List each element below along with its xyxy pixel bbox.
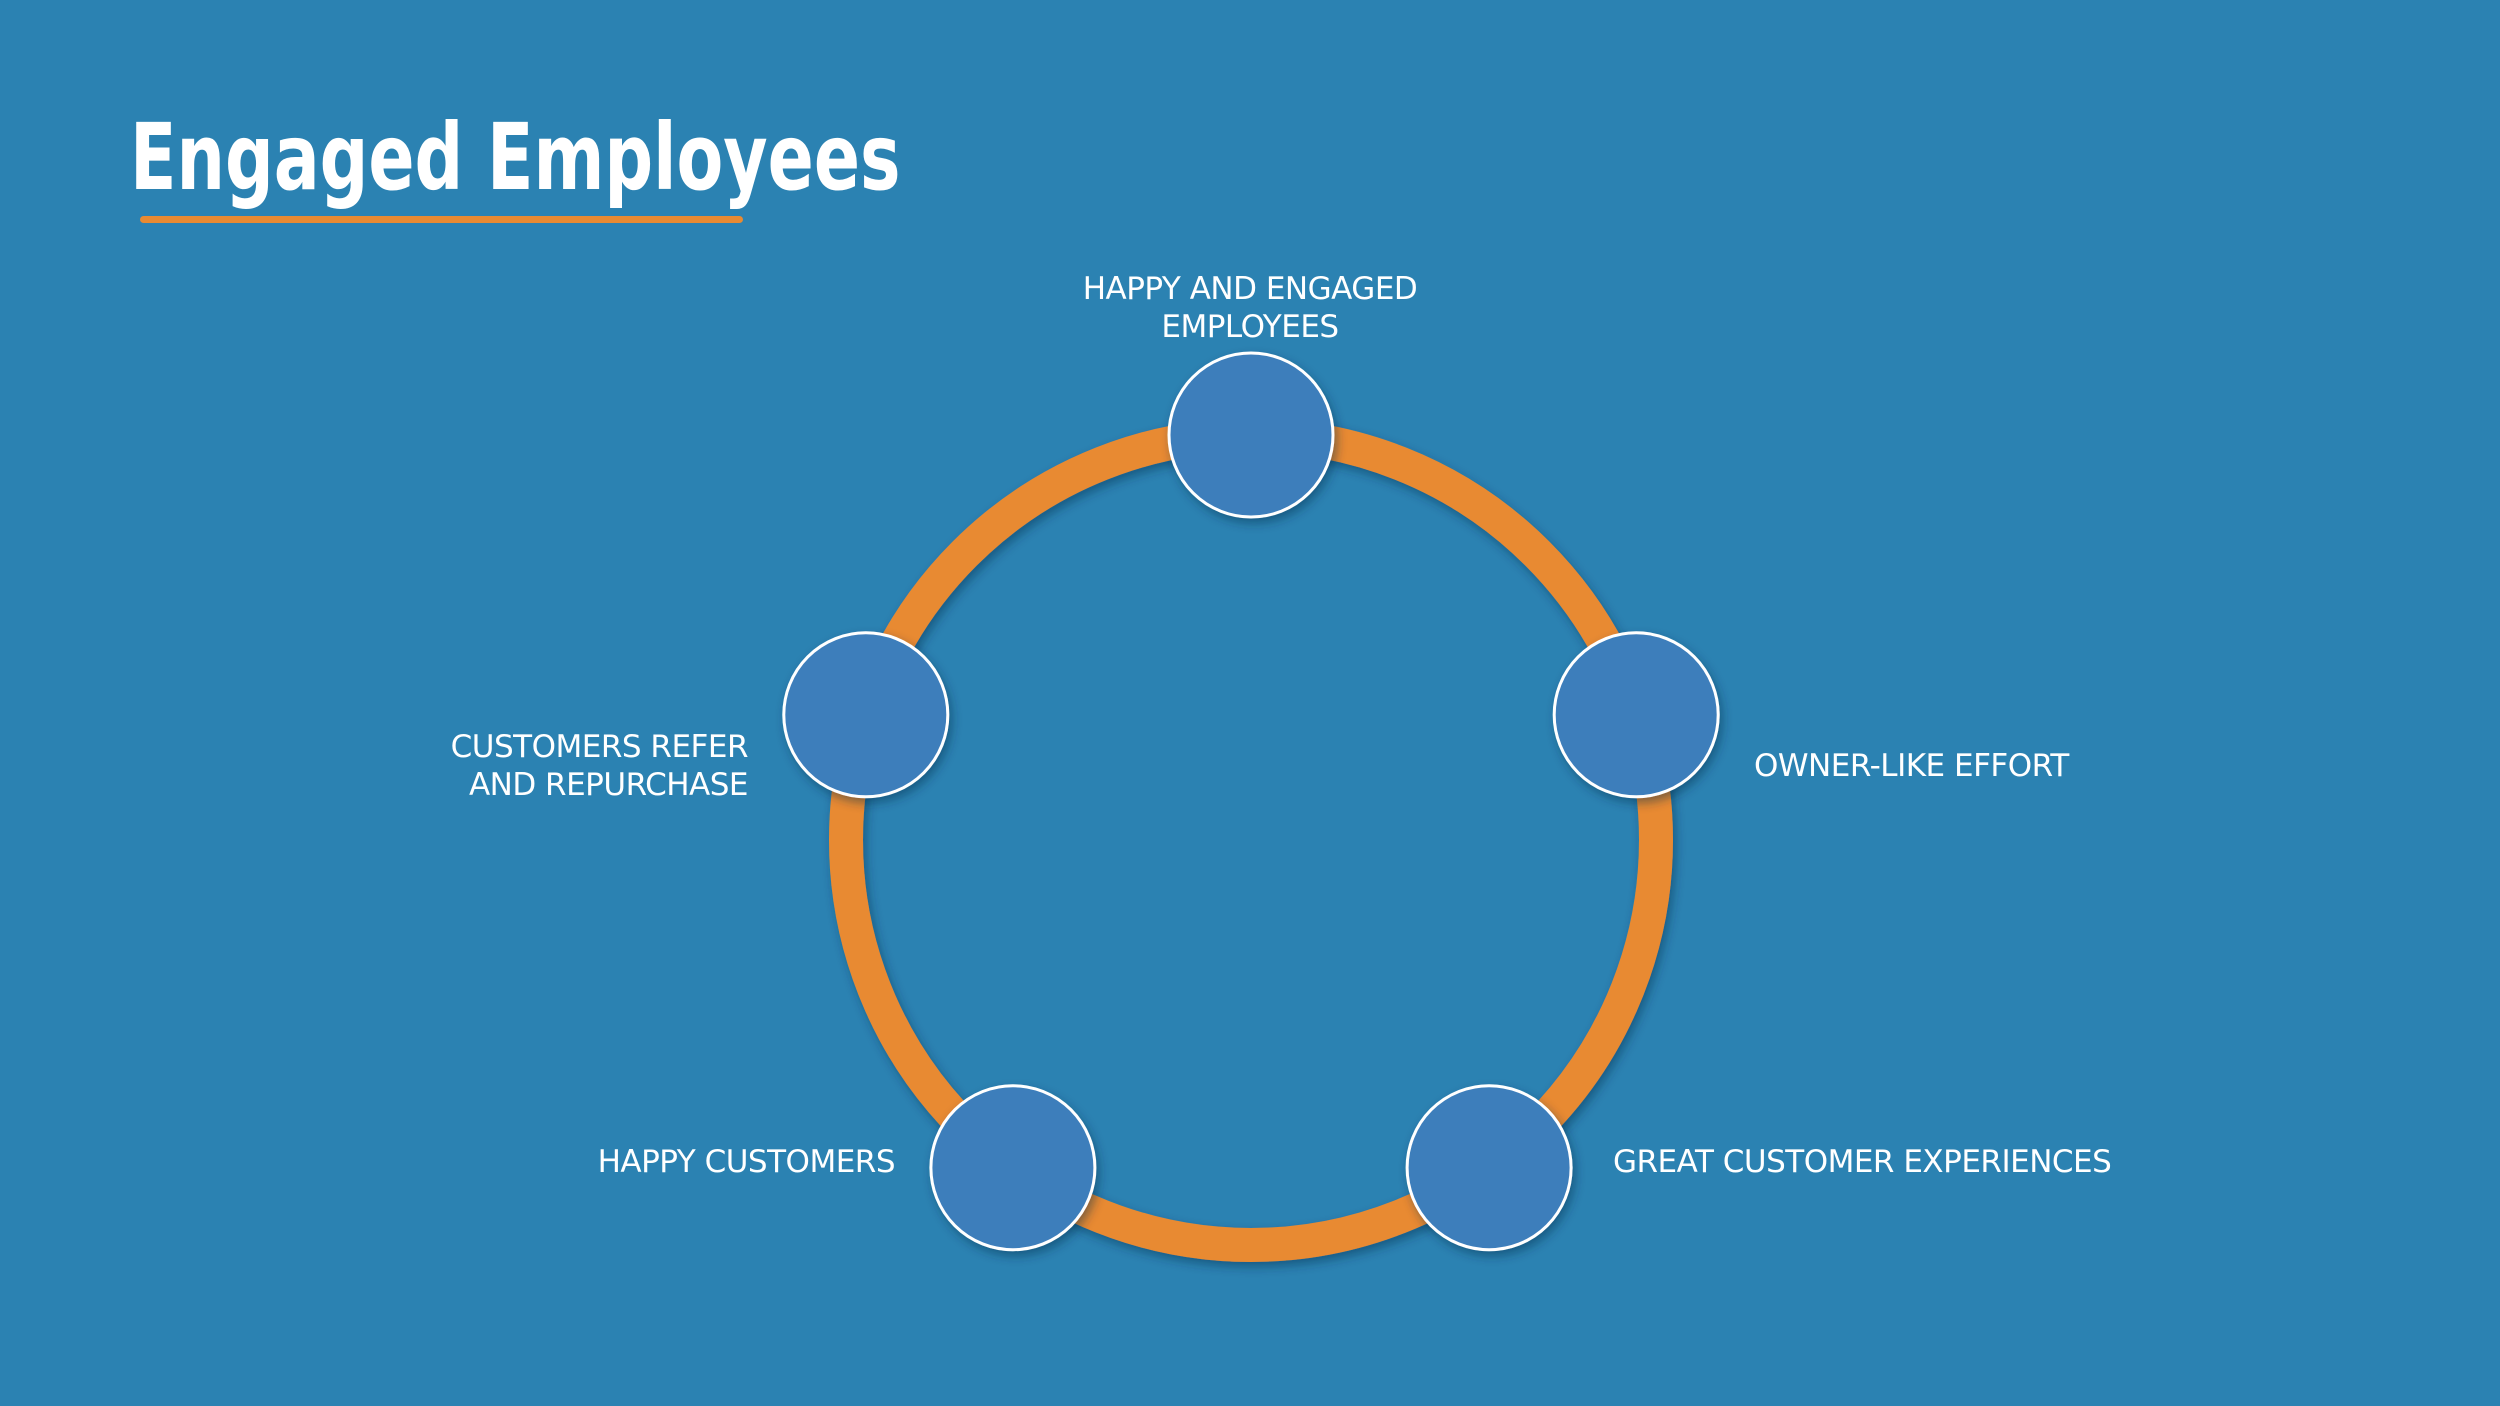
label-line: CUSTOMERS REFER — [450, 729, 749, 765]
label-customers-refer-repurchase: CUSTOMERS REFER AND REPURCHASE — [348, 728, 749, 804]
label-line: EMPLOYEES — [1161, 309, 1339, 345]
label-line: GREAT CUSTOMER EXPERIENCES — [1613, 1144, 2112, 1180]
label-line: HAPPY AND ENGAGED — [1082, 271, 1418, 307]
node-layer — [782, 351, 1720, 1252]
label-happy-engaged-employees: HAPPY AND ENGAGED EMPLOYEES — [1050, 270, 1450, 346]
label-great-customer-experiences: GREAT CUSTOMER EXPERIENCES — [1613, 1143, 2112, 1181]
label-line: OWNER-LIKE EFFORT — [1754, 748, 2069, 784]
label-line: AND REPURCHASE — [468, 767, 749, 803]
cycle-node-5 — [782, 631, 950, 799]
slide-title: Engaged Employees — [130, 104, 901, 211]
label-line: HAPPY CUSTOMERS — [597, 1144, 896, 1180]
cycle-node-3 — [1405, 1084, 1573, 1252]
cycle-node-4 — [929, 1084, 1097, 1252]
label-happy-customers: HAPPY CUSTOMERS — [495, 1143, 896, 1181]
cycle-node-1 — [1167, 351, 1335, 519]
label-owner-like-effort: OWNER-LIKE EFFORT — [1754, 747, 2069, 785]
title-underline — [140, 216, 743, 223]
cycle-node-2 — [1552, 631, 1720, 799]
